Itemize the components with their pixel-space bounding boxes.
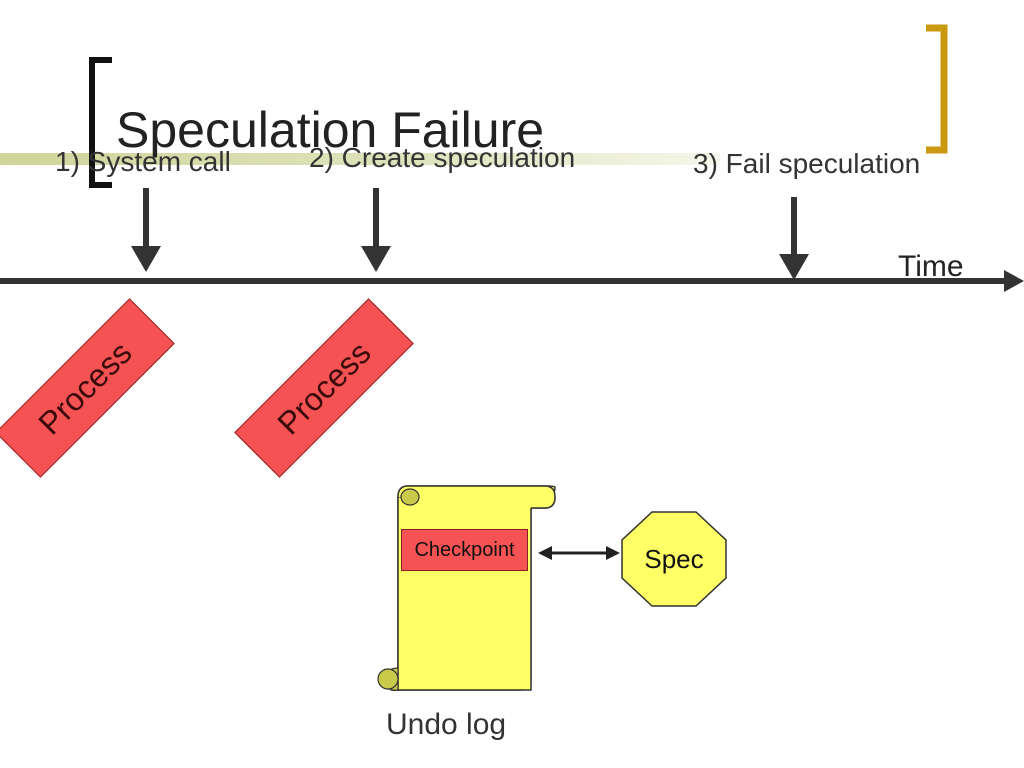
- step-create-speculation: 2) Create speculation: [309, 142, 576, 173]
- right-bracket: [926, 24, 948, 154]
- time-axis-label: Time: [898, 250, 964, 283]
- step-fail-speculation: 3) Fail speculation: [693, 148, 921, 179]
- arrow-create-speculation: [361, 188, 391, 272]
- timeline-arrowhead: [1004, 270, 1024, 292]
- accent-bar: [0, 153, 720, 165]
- slide-title: Speculation Failure: [116, 102, 545, 158]
- arrow-system-call: [131, 188, 161, 272]
- spec-octagon: [621, 511, 727, 607]
- undo-log-caption: Undo log: [386, 708, 507, 741]
- left-bracket: [89, 57, 112, 188]
- checkpoint-box: Checkpoint: [401, 529, 528, 571]
- checkpoint-spec-link: [538, 546, 620, 560]
- undo-log-scroll: [377, 485, 556, 692]
- arrow-fail-speculation: [779, 197, 809, 280]
- spec-label: Spec: [644, 543, 704, 574]
- step-system-call: 1) System call: [55, 146, 231, 177]
